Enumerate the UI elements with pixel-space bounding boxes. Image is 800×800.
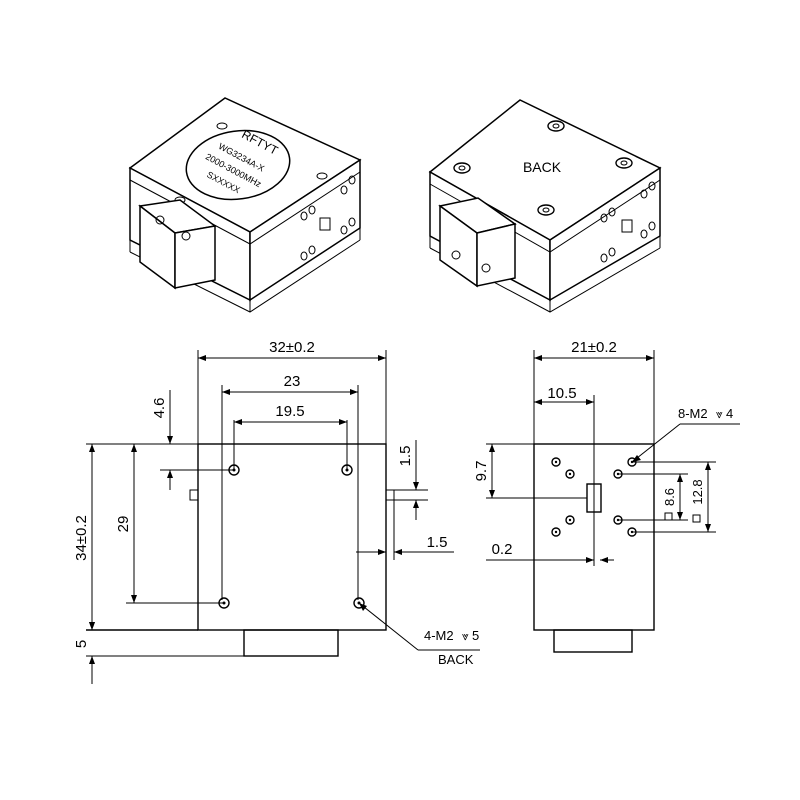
front-depth-symbol-icon: ⩔ (462, 629, 469, 643)
front-tab-offset-dim: 1.5 (397, 446, 414, 467)
iso1-flange-front (174, 225, 216, 289)
side-view: 21±0.2 10.5 9.7 0.2 8.6 12.8 8-M2 ⩔ 4 (473, 339, 740, 653)
iso2-back-label: BACK (523, 159, 562, 175)
side-depth-symbol-icon: ⩔ (716, 407, 723, 421)
side-slot-gap-dim: 0.2 (492, 541, 513, 558)
side-square-symbol-icon (664, 512, 673, 521)
side-flange-outline (553, 629, 633, 653)
iso1-label-ellipse (185, 129, 291, 201)
front-top-offset-dim: 4.6 (151, 398, 168, 419)
front-hole-callout: 4-M2 (424, 628, 454, 643)
front-height-dim: 34±0.2 (73, 515, 90, 561)
side-square-symbol-icon-2 (692, 514, 701, 523)
front-hole-depth: 5 (472, 628, 479, 643)
front-hole-pitch-dim: 29 (115, 516, 132, 533)
iso1-side-holes (300, 175, 356, 261)
side-center-offset-dim: 10.5 (547, 385, 576, 402)
side-hole-depth: 4 (726, 406, 733, 421)
side-outer-pitch-dim: 12.8 (690, 479, 705, 504)
front-width-dim: 32±0.2 (269, 339, 315, 356)
front-tab-depth-dim: 1.5 (427, 534, 448, 551)
side-vertical-offset-dim: 9.7 (473, 461, 490, 482)
front-left-tab (189, 489, 199, 501)
side-inner-pitch-dim: 8.6 (662, 488, 677, 506)
front-hole-face: BACK (438, 652, 474, 667)
iso2-flange-front (476, 223, 516, 287)
side-hole-callout: 8-M2 (678, 406, 708, 421)
iso2-side-holes (600, 181, 656, 263)
side-width-dim: 21±0.2 (571, 339, 617, 356)
iso2-hole-icon (453, 120, 633, 216)
isometric-back-view: BACK (428, 99, 662, 313)
iso1-flange-screw-icon (155, 215, 165, 225)
front-right-tab (385, 489, 395, 501)
front-hole-span-outer-dim: 23 (284, 373, 301, 390)
front-hole-span-inner-dim: 19.5 (275, 403, 304, 420)
front-flange-height-dim: 5 (73, 640, 90, 648)
front-mounting-hole-icon (218, 464, 365, 609)
isometric-top-view: RFTYT WG3234A-X 2000-3000MHz SXXXXX (128, 97, 362, 313)
front-flange-outline (243, 629, 339, 657)
front-view: 32±0.2 23 19.5 4.6 34±0.2 29 5 (73, 339, 480, 684)
